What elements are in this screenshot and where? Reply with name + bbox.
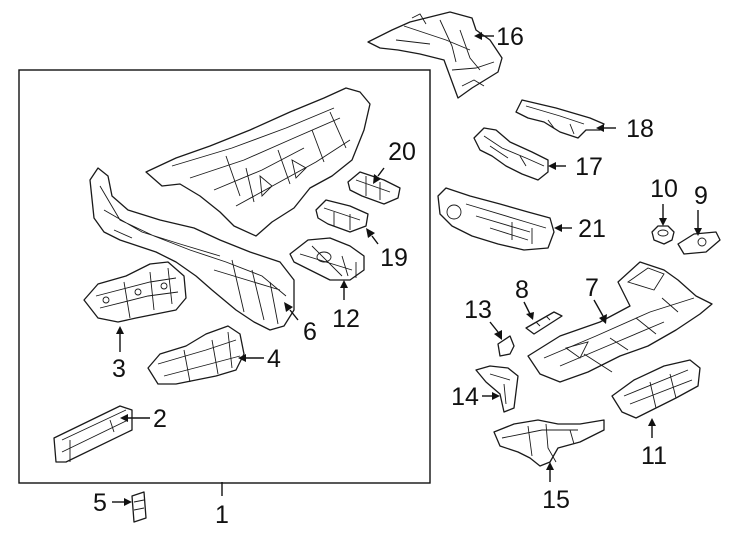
part-16 bbox=[367, 11, 503, 99]
callout-13: 13 bbox=[464, 296, 492, 324]
part-6 bbox=[89, 87, 371, 331]
callout-12: 12 bbox=[332, 305, 360, 333]
callout-14: 14 bbox=[451, 383, 479, 411]
part-20 bbox=[347, 171, 401, 205]
part-10 bbox=[651, 225, 675, 245]
callout-5: 5 bbox=[93, 489, 107, 517]
part-11 bbox=[611, 359, 701, 419]
part-8 bbox=[525, 311, 563, 335]
part-3 bbox=[83, 261, 187, 323]
part-14 bbox=[475, 365, 519, 413]
part-21 bbox=[437, 187, 555, 251]
callout-1: 1 bbox=[215, 501, 229, 529]
leader-lines bbox=[112, 32, 702, 506]
callout-21: 21 bbox=[578, 215, 606, 243]
callout-7: 7 bbox=[585, 274, 599, 302]
callout-9: 9 bbox=[694, 182, 708, 210]
assembly-frame bbox=[18, 69, 431, 484]
callout-16: 16 bbox=[496, 23, 524, 51]
part-9 bbox=[677, 231, 721, 255]
callout-3: 3 bbox=[112, 355, 126, 383]
callout-18: 18 bbox=[626, 115, 654, 143]
part-15 bbox=[493, 419, 605, 467]
callout-15: 15 bbox=[542, 486, 570, 514]
part-13 bbox=[497, 335, 515, 357]
callout-4: 4 bbox=[267, 345, 281, 373]
part-12 bbox=[289, 237, 365, 281]
callout-19: 19 bbox=[380, 244, 408, 272]
part-2 bbox=[53, 405, 133, 463]
callout-8: 8 bbox=[515, 276, 529, 304]
part-18 bbox=[515, 99, 605, 139]
part-19 bbox=[315, 199, 369, 233]
part-17 bbox=[473, 127, 549, 181]
callout-2: 2 bbox=[153, 405, 167, 433]
callout-10: 10 bbox=[650, 175, 678, 203]
part-7 bbox=[527, 261, 713, 383]
callout-20: 20 bbox=[388, 138, 416, 166]
callout-6: 6 bbox=[303, 318, 317, 346]
part-5 bbox=[131, 491, 147, 523]
part-4 bbox=[147, 325, 245, 385]
callout-11: 11 bbox=[641, 442, 667, 470]
callout-17: 17 bbox=[575, 153, 603, 181]
